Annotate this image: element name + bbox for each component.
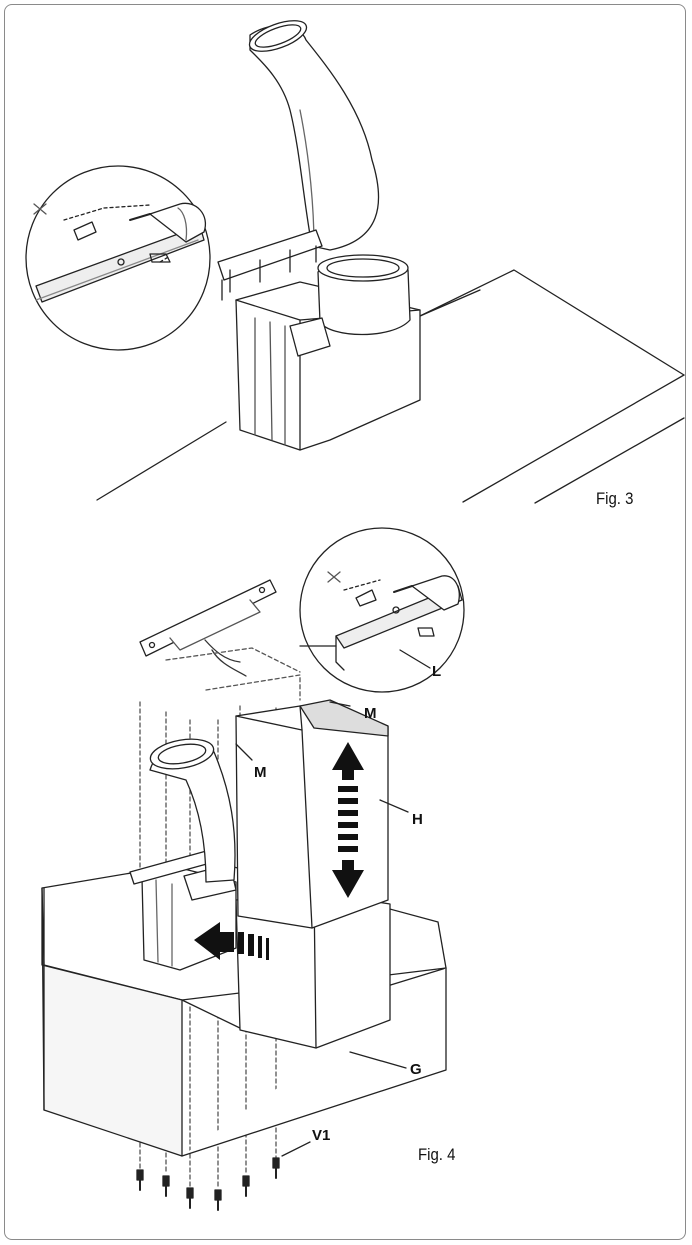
part-label-h: H — [412, 811, 423, 828]
screw-5 — [242, 1175, 250, 1197]
fig4-screws-v1 — [136, 1157, 280, 1211]
page-frame — [4, 4, 686, 1240]
fig4-chimney-upper — [235, 699, 389, 929]
screw-1 — [136, 1169, 144, 1191]
fig3-drill-detail — [25, 165, 211, 351]
fig4-slide-arrow — [332, 742, 364, 898]
fig4-duct-elbow — [149, 738, 236, 883]
fig4-illustration — [41, 527, 465, 1211]
screw-4 — [214, 1189, 222, 1211]
fig3-motor-housing — [217, 229, 421, 451]
fig4-wall-bracket — [139, 579, 277, 677]
part-label-g: G — [410, 1061, 422, 1078]
figure-caption-3: Fig. 3 — [596, 489, 634, 508]
fig4-leader-lines — [235, 649, 431, 1157]
screw-6 — [272, 1157, 280, 1179]
fig3-illustration — [25, 20, 685, 504]
part-label-m-top: M — [364, 705, 377, 722]
screw-2 — [162, 1175, 170, 1197]
figure-caption-4: Fig. 4 — [418, 1145, 456, 1164]
fig4-push-arrow — [194, 922, 269, 960]
fig3-duct-elbow — [248, 20, 380, 251]
screw-3 — [186, 1187, 194, 1209]
fig3-cabinet-top — [96, 269, 685, 504]
part-label-m-mid: M — [254, 764, 267, 781]
part-label-v1: V1 — [312, 1127, 331, 1144]
part-label-l: L — [432, 663, 442, 680]
fig4-drill-detail — [299, 527, 465, 693]
